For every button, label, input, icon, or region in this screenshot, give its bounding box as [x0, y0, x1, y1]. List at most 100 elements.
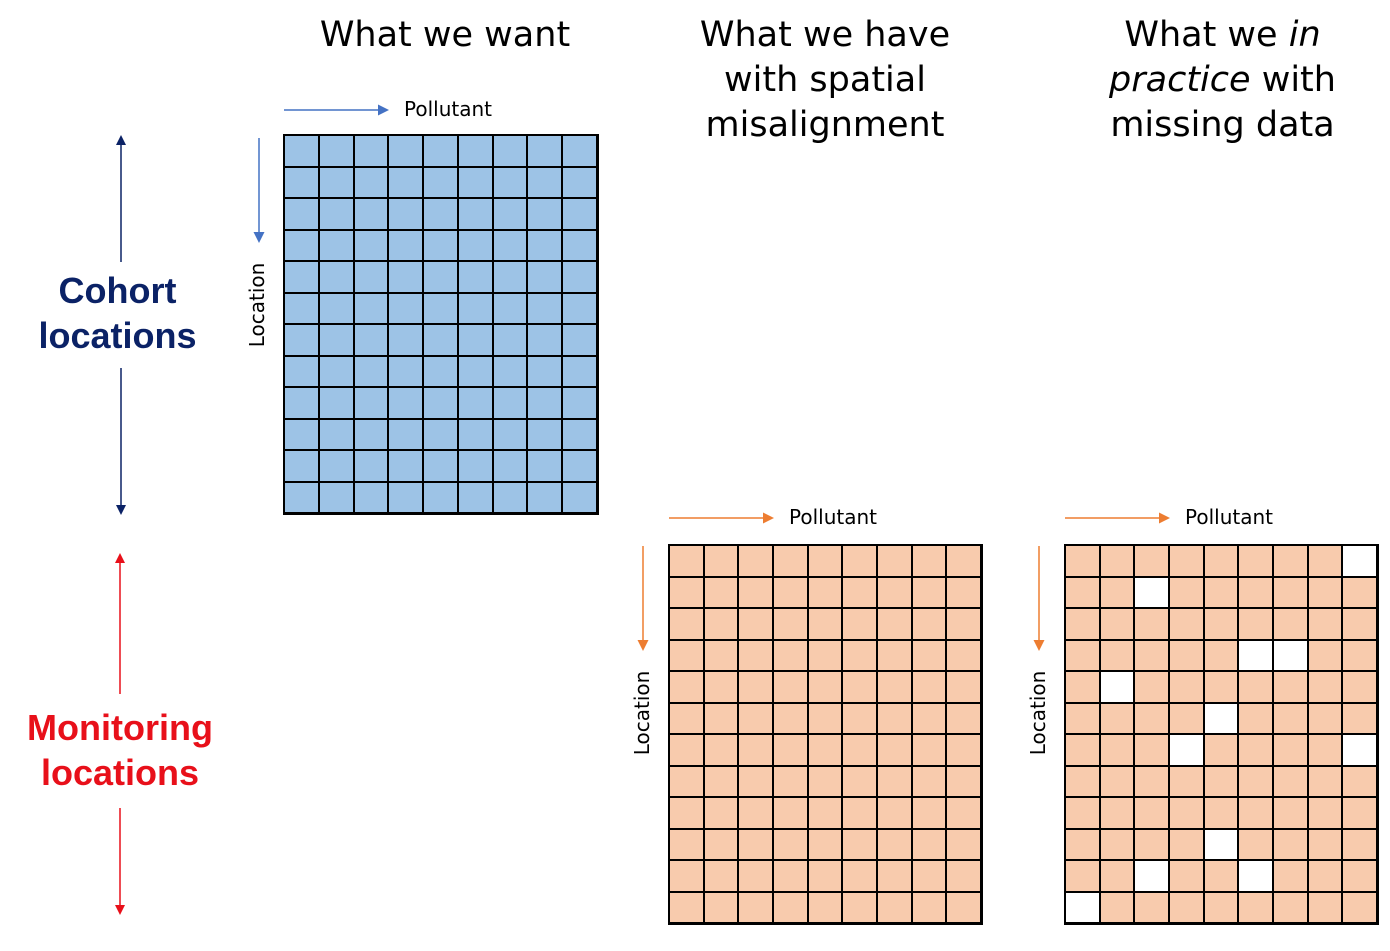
matrix-cell: [878, 546, 913, 578]
matrix-cell: [563, 199, 598, 231]
matrix-cell: [1170, 609, 1205, 641]
have-matrix: [668, 544, 983, 925]
matrix-cell: [1066, 546, 1101, 578]
matrix-cell: [1239, 672, 1274, 704]
matrix-cell: [424, 136, 459, 168]
matrix-cell: [319, 325, 355, 357]
matrix-cell: [1100, 766, 1136, 798]
matrix-cell: [739, 546, 774, 578]
matrix-cell: [563, 482, 598, 514]
matrix-cell: [808, 577, 844, 609]
matrix-cell: [1343, 798, 1378, 830]
matrix-cell: [563, 262, 598, 294]
matrix-cell: [1100, 609, 1136, 641]
matrix-cell: [424, 451, 459, 483]
matrix-cell: [389, 262, 425, 294]
matrix-cell: [739, 861, 774, 893]
matrix-cell: [354, 388, 390, 420]
want-location-label: Location: [245, 262, 269, 348]
matrix-cell: [319, 356, 355, 388]
matrix-cell: [1239, 609, 1274, 641]
matrix-cell: [354, 482, 390, 514]
matrix-cell: [458, 199, 494, 231]
matrix-cell: [1239, 829, 1274, 861]
matrix-cell: [1066, 798, 1101, 830]
matrix-cell: [528, 293, 564, 325]
matrix-cell: [1170, 640, 1205, 672]
matrix-cell: [878, 703, 913, 735]
matrix-cell: [843, 798, 878, 830]
missing-cell: [1204, 829, 1240, 861]
matrix-cell: [739, 829, 774, 861]
heading-practice-line1-b: in: [1288, 15, 1321, 55]
matrix-cell: [739, 577, 774, 609]
matrix-cell: [319, 293, 355, 325]
matrix-cell: [389, 356, 425, 388]
matrix-cell: [285, 136, 320, 168]
matrix-cell: [354, 451, 390, 483]
matrix-cell: [704, 861, 740, 893]
matrix-cell: [528, 199, 564, 231]
matrix-cell: [1100, 861, 1136, 893]
matrix-cell: [1100, 577, 1136, 609]
matrix-cell: [774, 672, 809, 704]
matrix-cell: [354, 356, 390, 388]
practice-pollutant-label: Pollutant: [1185, 505, 1273, 529]
matrix-cell: [1100, 798, 1136, 830]
matrix-cell: [912, 735, 948, 767]
matrix-cell: [319, 388, 355, 420]
matrix-cell: [354, 325, 390, 357]
matrix-cell: [563, 325, 598, 357]
missing-cell: [1274, 640, 1309, 672]
matrix-cell: [528, 325, 564, 357]
matrix-cell: [739, 672, 774, 704]
matrix-cell: [1343, 861, 1378, 893]
cohort-label-line2: locations: [38, 315, 197, 356]
matrix-cell: [878, 798, 913, 830]
matrix-cell: [947, 640, 982, 672]
matrix-cell: [1308, 577, 1344, 609]
matrix-cell: [1100, 829, 1136, 861]
matrix-cell: [1274, 892, 1309, 924]
matrix-cell: [424, 230, 459, 262]
matrix-cell: [912, 609, 948, 641]
missing-cell: [1066, 892, 1101, 924]
matrix-cell: [389, 230, 425, 262]
matrix-cell: [1343, 703, 1378, 735]
matrix-cell: [947, 609, 982, 641]
matrix-cell: [878, 735, 913, 767]
matrix-cell: [704, 735, 740, 767]
heading-practice-line2-b: with: [1250, 60, 1336, 100]
matrix-cell: [493, 356, 529, 388]
missing-cell: [1204, 703, 1240, 735]
matrix-cell: [319, 451, 355, 483]
matrix-cell: [285, 325, 320, 357]
matrix-cell: [843, 672, 878, 704]
matrix-cell: [670, 766, 705, 798]
matrix-cell: [528, 136, 564, 168]
missing-cell: [1239, 861, 1274, 893]
matrix-cell: [458, 230, 494, 262]
matrix-cell: [843, 735, 878, 767]
matrix-cell: [563, 451, 598, 483]
matrix-cell: [1274, 703, 1309, 735]
matrix-cell: [424, 482, 459, 514]
matrix-cell: [704, 892, 740, 924]
matrix-cell: [878, 861, 913, 893]
matrix-cell: [878, 672, 913, 704]
matrix-cell: [912, 829, 948, 861]
matrix-cell: [1170, 798, 1205, 830]
matrix-cell: [808, 766, 844, 798]
heading-what-we-want: What we want: [300, 13, 590, 58]
matrix-cell: [704, 640, 740, 672]
matrix-cell: [947, 766, 982, 798]
matrix-cell: [774, 766, 809, 798]
matrix-cell: [1204, 735, 1240, 767]
matrix-cell: [1100, 735, 1136, 767]
matrix-cell: [458, 451, 494, 483]
matrix-cell: [1308, 735, 1344, 767]
matrix-cell: [319, 167, 355, 199]
matrix-cell: [843, 892, 878, 924]
matrix-cell: [1100, 640, 1136, 672]
matrix-cell: [1274, 577, 1309, 609]
